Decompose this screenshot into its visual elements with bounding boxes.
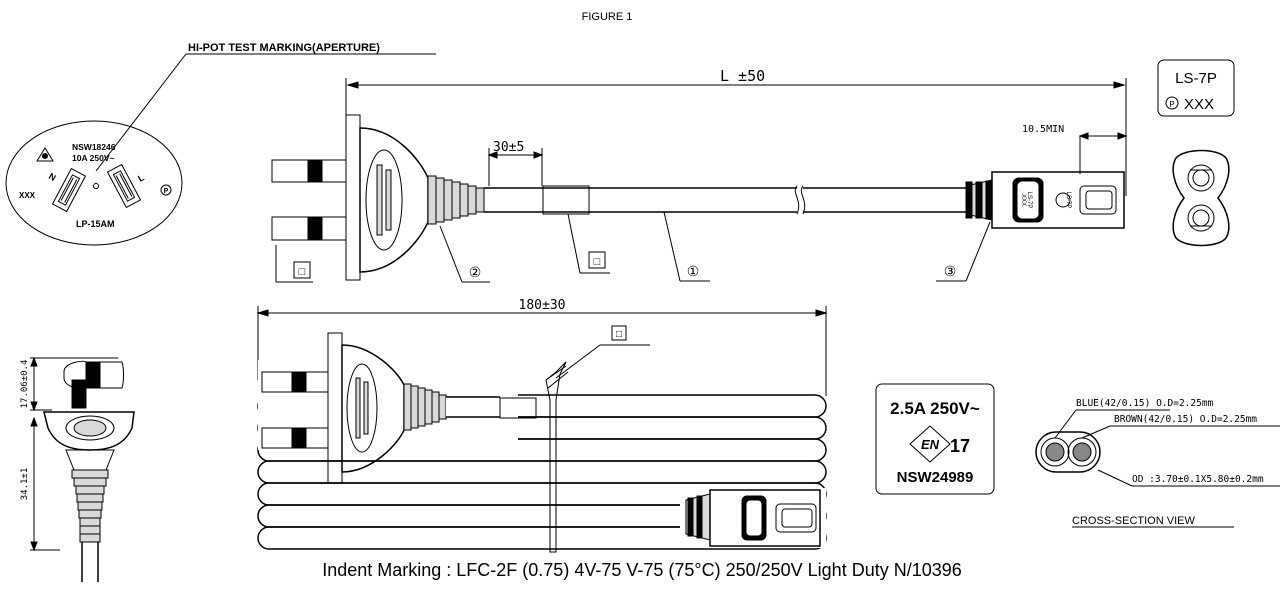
connector-side-model: LS-7P xyxy=(1026,192,1032,209)
hipot-heading: HI-POT TEST MARKING(APERTURE) xyxy=(188,42,380,54)
pin-top-base xyxy=(321,159,347,183)
connector-face-view xyxy=(1172,149,1230,247)
cross-section-title: CROSS-SECTION VIEW xyxy=(1072,515,1195,527)
tape-band xyxy=(542,185,590,215)
hipot-neutral-label: N xyxy=(47,171,58,183)
connector-label-model: LS-7P xyxy=(1175,70,1217,87)
en-mark-icon xyxy=(909,425,951,463)
connector-side-model-2: LS-7P xyxy=(1065,192,1071,209)
cross-section-brown: BROWN(42/0.15) O.D=2.25mm xyxy=(1114,414,1257,425)
cross-section-outer: OD :3.70±0.1X5.80±0.2mm xyxy=(1132,474,1264,485)
hipot-marking: HI-POT TEST MARKING(APERTURE) NSW18246 1… xyxy=(5,42,436,246)
callout-square-plug xyxy=(293,261,311,279)
coil-connector xyxy=(680,488,826,548)
hipot-rating: 10A 250V~ xyxy=(72,153,114,163)
svg-text:□: □ xyxy=(299,266,306,278)
callout-connector: ③ xyxy=(944,263,957,279)
main-cord-view: L ±50 xyxy=(271,67,1128,283)
plug-body xyxy=(359,127,429,273)
break-mark-1 xyxy=(794,185,800,215)
live-slot xyxy=(106,163,142,209)
strain-relief xyxy=(427,175,485,225)
hipot-cert-no: NSW18246 xyxy=(72,142,116,152)
hipot-model: LP-15AM xyxy=(76,219,115,229)
break-mark-2 xyxy=(800,185,806,215)
dim-plug-height-a: 17.06±0.4 xyxy=(20,360,30,409)
rating-label-en-number: 17 xyxy=(950,436,970,456)
plug-face-outline xyxy=(5,120,183,246)
connector-label-box: LS-7P P XXX xyxy=(1157,59,1235,117)
iec-connector: LS-7P XXX LS-7P xyxy=(965,171,1125,229)
plug-grip-rib-1 xyxy=(376,164,383,236)
svg-text:□: □ xyxy=(616,329,622,340)
approval-mark-icon xyxy=(36,147,54,162)
pin-top-sleeve xyxy=(307,159,323,183)
p-mark-icon xyxy=(1165,96,1179,110)
pin-bottom-base xyxy=(321,216,347,241)
figure-title: FIGURE 1 xyxy=(582,11,633,23)
dim-plug-height-b: 34.1±1 xyxy=(20,468,30,501)
dim-connector-min: 10.5MIN xyxy=(1022,124,1064,135)
hipot-live-label: L xyxy=(136,172,146,184)
callout-square-band xyxy=(588,251,606,269)
plug-flange xyxy=(345,114,361,281)
rating-label-rating: 2.5A 250V~ xyxy=(890,399,980,418)
rating-label: 2.5A 250V~ EN 17 NSW24989 xyxy=(875,383,995,495)
hipot-p-symbol: P xyxy=(164,188,169,195)
connector-side-code: XXX xyxy=(1020,194,1026,206)
rating-label-cert: NSW24989 xyxy=(897,469,974,486)
dim-strip-length: 30±5 xyxy=(493,140,524,155)
callout-square-tie xyxy=(611,325,627,341)
arrow-left-icon xyxy=(346,81,359,89)
coiled-cord-view: 180±30 xyxy=(256,298,828,553)
pin-bottom-sleeve xyxy=(307,216,323,241)
arrow-right-icon xyxy=(1113,81,1126,89)
callout-cord: ① xyxy=(687,263,700,279)
indent-marking: Indent Marking : LFC-2F (0.75) 4V-75 V-7… xyxy=(322,560,962,580)
hipot-leader xyxy=(95,53,187,172)
rating-label-en: EN xyxy=(921,437,940,452)
p-mark-circle-icon xyxy=(160,184,172,196)
plug-side-view: 17.06±0.4 34.1±1 xyxy=(20,356,135,582)
callout-plug-sleeve: ② xyxy=(469,264,482,280)
cross-section-view: BLUE(42/0.15) O.D=2.25mm BROWN(42/0.15) … xyxy=(1035,398,1280,528)
cross-section-blue: BLUE(42/0.15) O.D=2.25mm xyxy=(1076,398,1214,409)
earth-hole xyxy=(93,183,99,189)
dim-coil-length: 180±30 xyxy=(519,298,566,313)
plug-grip-oval xyxy=(365,149,403,251)
pin-bottom-outline xyxy=(271,216,309,241)
svg-text:□: □ xyxy=(594,256,601,268)
plug-grip-rib-2 xyxy=(385,169,392,231)
svg-text:P: P xyxy=(1169,100,1174,109)
connector-label-code: XXX xyxy=(1184,96,1214,113)
dim-total-length: L ±50 xyxy=(720,67,765,85)
neutral-slot xyxy=(51,167,87,213)
pin-top-outline xyxy=(271,159,309,183)
approval-mark-dot xyxy=(42,153,48,159)
hipot-left-code: XXX xyxy=(19,191,36,200)
